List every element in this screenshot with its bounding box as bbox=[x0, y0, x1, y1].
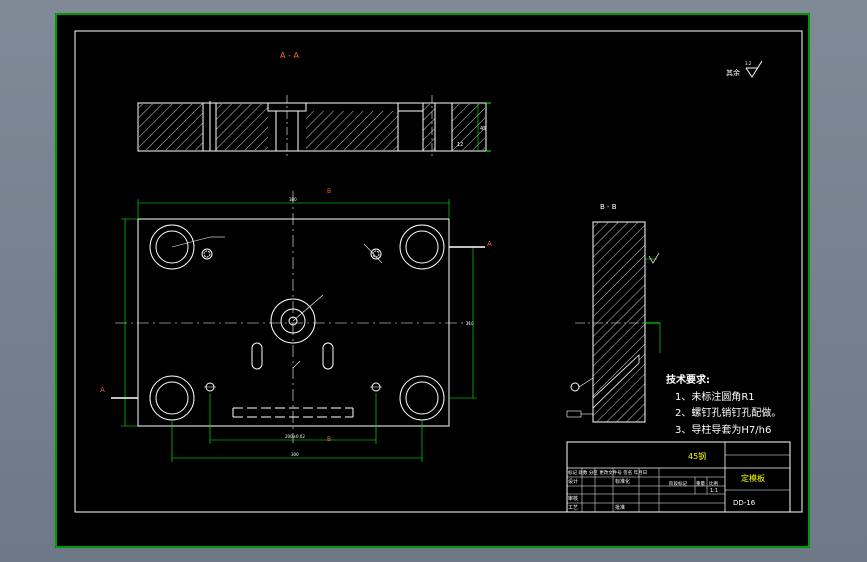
section-marker-b-bottom: B bbox=[327, 436, 331, 443]
design-label: 设计 bbox=[568, 478, 578, 485]
section-bb-label: B - B bbox=[600, 203, 617, 211]
roughness-label: 其余 bbox=[726, 68, 740, 77]
svg-text:45: 45 bbox=[480, 126, 486, 132]
drawing-frame bbox=[74, 30, 803, 513]
roughness-symbol: 其余 3.2 bbox=[726, 60, 763, 78]
section-marker-a-right: A bbox=[487, 240, 492, 248]
svg-text:3.2: 3.2 bbox=[745, 61, 752, 66]
section-marker-a-left: A bbox=[100, 386, 105, 394]
svg-text:210: 210 bbox=[466, 321, 474, 326]
tech-req-2: 2、螺钉孔销钉孔配做。 bbox=[675, 406, 781, 419]
tech-title: 技术要求: bbox=[666, 373, 710, 386]
plan-dimensions: 380 210 200±0.02 300 bbox=[121, 197, 477, 462]
svg-text:200±0.02: 200±0.02 bbox=[285, 434, 305, 439]
plan-view bbox=[115, 191, 470, 443]
technical-requirements: 技术要求: 1、未标注圆角R1 2、螺钉孔销钉孔配做。 3、导柱导套为H7/h6 bbox=[666, 373, 781, 436]
drawing-number: DD-16 bbox=[733, 499, 756, 507]
scale-value: 1:1 bbox=[710, 488, 718, 494]
scale-label: 比例 bbox=[709, 480, 718, 487]
weight-label: 重量 bbox=[696, 480, 705, 487]
process-label: 工艺 bbox=[568, 505, 578, 511]
section-bb-view bbox=[566, 221, 661, 423]
std-label: 标准化 bbox=[615, 478, 630, 485]
header-row-label: 标记 处数 分区 更改文件号 签名 年月日 bbox=[568, 469, 647, 476]
approve-label: 批准 bbox=[615, 504, 625, 511]
title-block: 45钢 定模板 DD-16 1:1 标记 处数 分区 更改文件号 签名 年月日 … bbox=[566, 441, 791, 513]
drawing-canvas[interactable]: A - A bbox=[55, 13, 810, 548]
tech-req-3: 3、导柱导套为H7/h6 bbox=[675, 423, 771, 436]
viewport-border bbox=[55, 13, 810, 548]
svg-text:380: 380 bbox=[289, 197, 297, 202]
section-aa-view: 12 45 bbox=[137, 95, 491, 158]
material-label: 45钢 bbox=[688, 451, 706, 461]
review-label: 审核 bbox=[568, 495, 578, 502]
svg-text:300: 300 bbox=[291, 452, 299, 457]
stage-label: 阶段标记 bbox=[669, 480, 687, 487]
part-name-label: 定模板 bbox=[741, 473, 765, 483]
section-marker-b-top: B bbox=[327, 188, 331, 195]
drawing-svg: A - A bbox=[55, 13, 810, 548]
section-aa-label: A - A bbox=[280, 51, 299, 60]
tech-req-1: 1、未标注圆角R1 bbox=[675, 390, 755, 403]
svg-text:12: 12 bbox=[457, 142, 463, 148]
